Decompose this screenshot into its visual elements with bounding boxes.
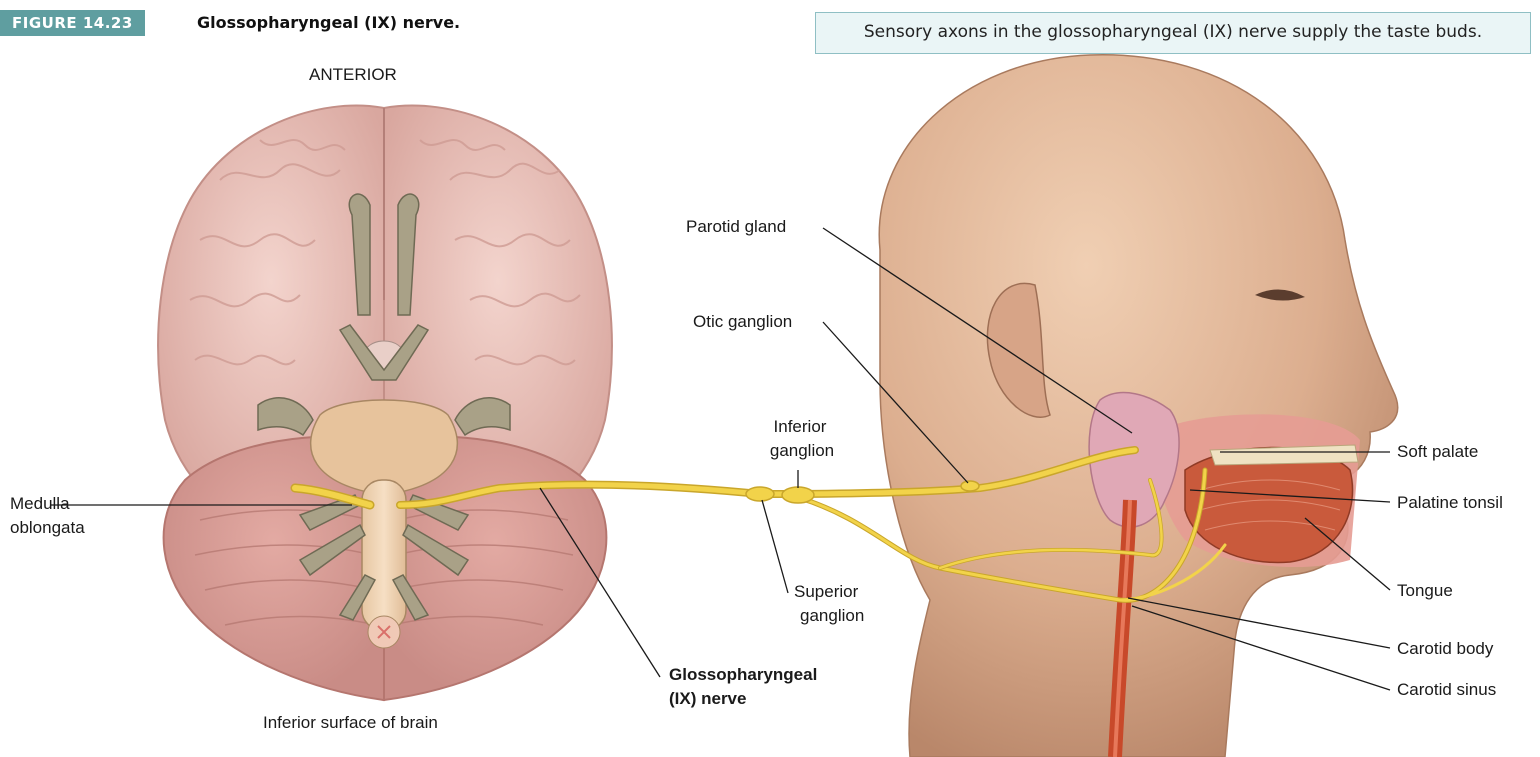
label-carotid-body: Carotid body bbox=[1397, 638, 1493, 660]
label-soft-palate: Soft palate bbox=[1397, 441, 1478, 463]
label-glossopharyngeal-line2: (IX) nerve bbox=[669, 688, 746, 710]
label-medulla-line2: oblongata bbox=[10, 517, 85, 539]
label-superior-ganglion-line2: ganglion bbox=[800, 605, 864, 627]
label-carotid-sinus: Carotid sinus bbox=[1397, 679, 1496, 701]
label-brain-caption: Inferior surface of brain bbox=[263, 712, 438, 734]
label-otic-ganglion: Otic ganglion bbox=[693, 311, 792, 333]
label-tongue: Tongue bbox=[1397, 580, 1453, 602]
head-lateral-view bbox=[879, 55, 1397, 757]
label-palatine-tonsil: Palatine tonsil bbox=[1397, 492, 1503, 514]
label-inferior-ganglion-line2: ganglion bbox=[760, 440, 844, 462]
label-superior-ganglion-line1: Superior bbox=[794, 581, 858, 603]
label-parotid-gland: Parotid gland bbox=[686, 216, 786, 238]
label-anterior: ANTERIOR bbox=[309, 64, 397, 86]
label-inferior-ganglion-line1: Inferior bbox=[765, 416, 835, 438]
label-medulla-line1: Medulla bbox=[10, 493, 70, 515]
label-glossopharyngeal-line1: Glossopharyngeal bbox=[669, 664, 817, 686]
brain-inferior-surface bbox=[158, 106, 612, 700]
